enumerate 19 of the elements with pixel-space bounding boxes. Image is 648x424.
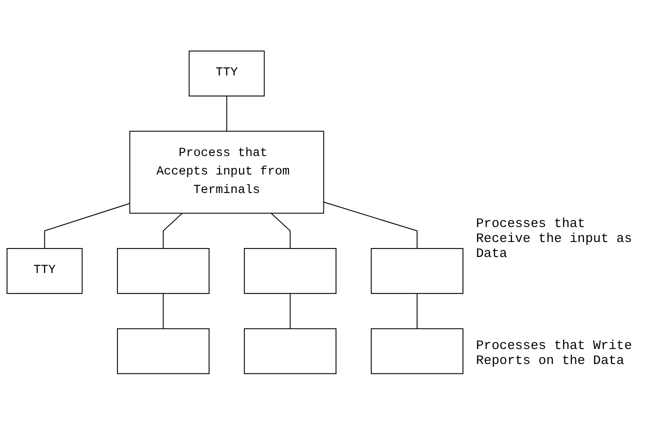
row-note: Processes that Receive the input as Data: [476, 216, 634, 261]
process-box: TTY: [188, 50, 265, 96]
connector: [323, 201, 418, 249]
connector: [226, 95, 228, 132]
process-box: [116, 248, 210, 294]
connector: [290, 292, 291, 329]
process-box: [244, 248, 336, 294]
process-box: [116, 328, 210, 374]
connector: [162, 212, 183, 249]
process-box: Process that Accepts input from Terminals: [129, 130, 324, 214]
connector: [416, 292, 418, 329]
connector: [162, 292, 164, 329]
process-box: [370, 328, 464, 374]
connector: [270, 212, 291, 249]
row-note: Processes that Write Reports on the Data: [476, 338, 634, 368]
process-box: [370, 248, 464, 294]
process-box: [244, 328, 336, 374]
process-box: TTY: [6, 248, 83, 294]
connector: [44, 202, 130, 249]
